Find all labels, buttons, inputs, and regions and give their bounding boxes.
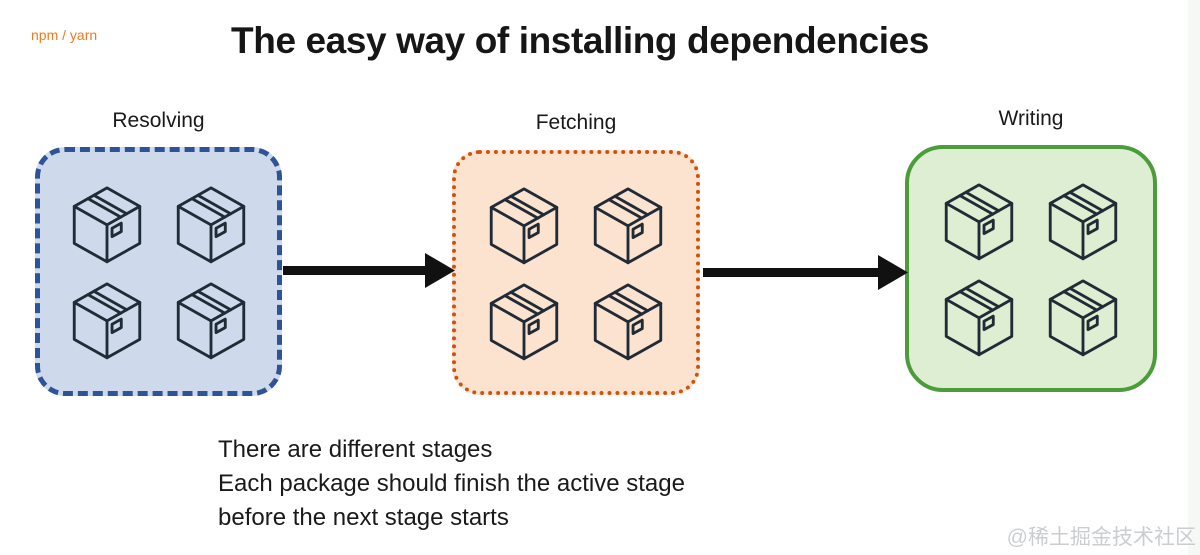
npm-yarn-label: npm / yarn <box>31 27 98 43</box>
right-edge-strip <box>1188 0 1200 555</box>
slide-title: The easy way of installing dependencies <box>231 20 929 61</box>
note-line: There are different stages <box>218 436 493 463</box>
package-icon <box>1041 275 1125 359</box>
stage-label-writing: Writing <box>998 107 1064 130</box>
stage-label-fetching: Fetching <box>535 111 617 134</box>
package-icon <box>65 278 149 362</box>
package-icon <box>586 183 670 267</box>
package-icon <box>65 182 149 266</box>
stage-label-resolving: Resolving <box>112 109 205 132</box>
watermark: @稀土掘金技术社区 <box>1006 526 1196 549</box>
package-icon <box>169 278 253 362</box>
notes-block: There are different stages Each package … <box>218 433 685 535</box>
package-icon <box>937 275 1021 359</box>
note-line: Each package should finish the active st… <box>218 470 685 497</box>
package-icon <box>482 183 566 267</box>
stage-box-fetching <box>452 150 700 395</box>
package-grid <box>40 152 277 391</box>
stage-box-resolving <box>35 147 282 396</box>
package-icon <box>1041 179 1125 263</box>
package-icon <box>482 279 566 363</box>
note-line: before the next stage starts <box>218 504 509 531</box>
stage-box-writing <box>905 145 1157 392</box>
package-grid <box>456 154 696 391</box>
package-icon <box>586 279 670 363</box>
package-icon <box>169 182 253 266</box>
arrow-resolving-to-fetching-icon <box>283 253 455 288</box>
arrow-fetching-to-writing-icon <box>703 255 908 290</box>
package-grid <box>909 149 1153 388</box>
package-icon <box>937 179 1021 263</box>
